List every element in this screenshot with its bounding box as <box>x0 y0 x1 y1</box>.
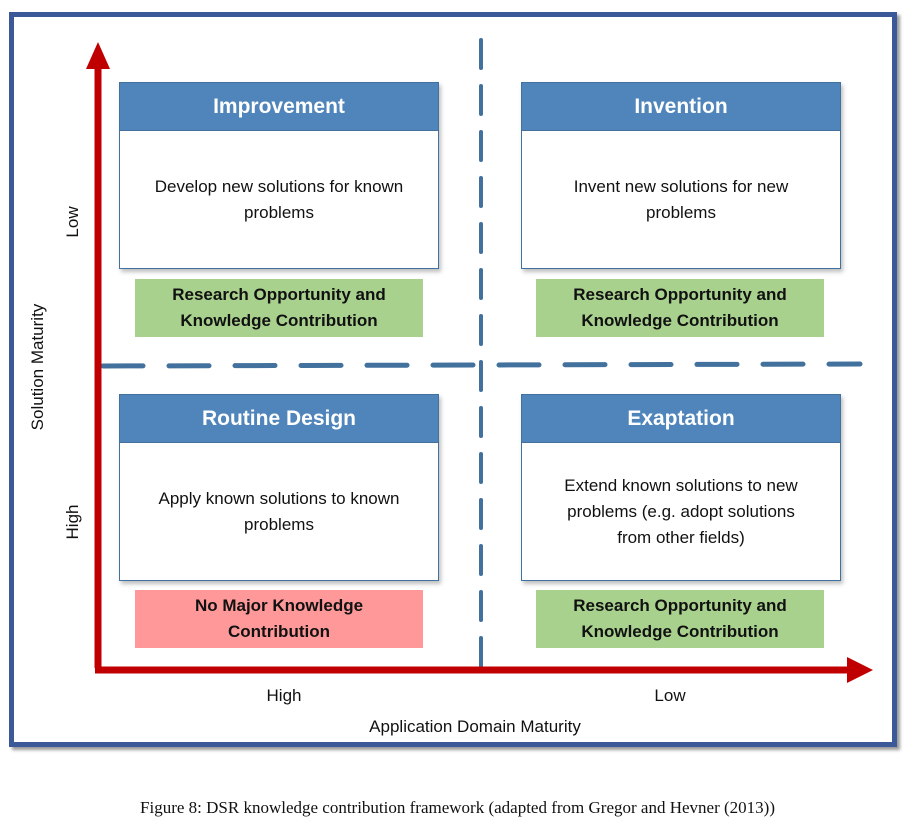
quadrant-improvement: Improvement Develop new solutions for kn… <box>119 82 439 269</box>
horizontal-divider <box>100 361 863 369</box>
quadrant-description: Apply known solutions to known problems <box>158 488 400 534</box>
x-axis-low-label: Low <box>654 686 686 705</box>
contribution-label: Research Opportunity and Knowledge Contr… <box>536 590 824 648</box>
quadrant-title: Invention <box>522 83 840 131</box>
figure-caption: Figure 8: DSR knowledge contribution fra… <box>140 798 775 817</box>
quadrant-routine-design: Routine Design Apply known solutions to … <box>119 394 439 581</box>
x-axis-arrow <box>847 657 873 683</box>
contribution-label: Research Opportunity and Knowledge Contr… <box>536 279 824 337</box>
x-axis-title: Application Domain Maturity <box>369 717 581 736</box>
y-axis-low-label: Low <box>63 206 82 238</box>
quadrant-description: Invent new solutions for new problems <box>573 176 789 222</box>
quadrant-title: Routine Design <box>120 395 438 443</box>
axes-and-dividers <box>86 38 873 683</box>
x-axis-high-label: High <box>266 686 302 705</box>
quadrant-description: Develop new solutions for known problems <box>154 176 404 222</box>
quadrant-title: Improvement <box>120 83 438 131</box>
quadrant-exaptation: Exaptation Extend known solutions to new… <box>521 394 841 581</box>
y-axis-title: Solution Maturity <box>28 303 47 431</box>
quadrant-title: Exaptation <box>522 395 840 443</box>
y-axis-high-label: High <box>63 504 82 540</box>
contribution-label: No Major Knowledge Contribution <box>135 590 423 648</box>
contribution-label: Research Opportunity and Knowledge Contr… <box>135 279 423 337</box>
quadrant-invention: Invention Invent new solutions for new p… <box>521 82 841 269</box>
y-axis-arrow <box>86 42 110 69</box>
quadrant-description: Extend known solutions to new problems (… <box>564 475 798 547</box>
